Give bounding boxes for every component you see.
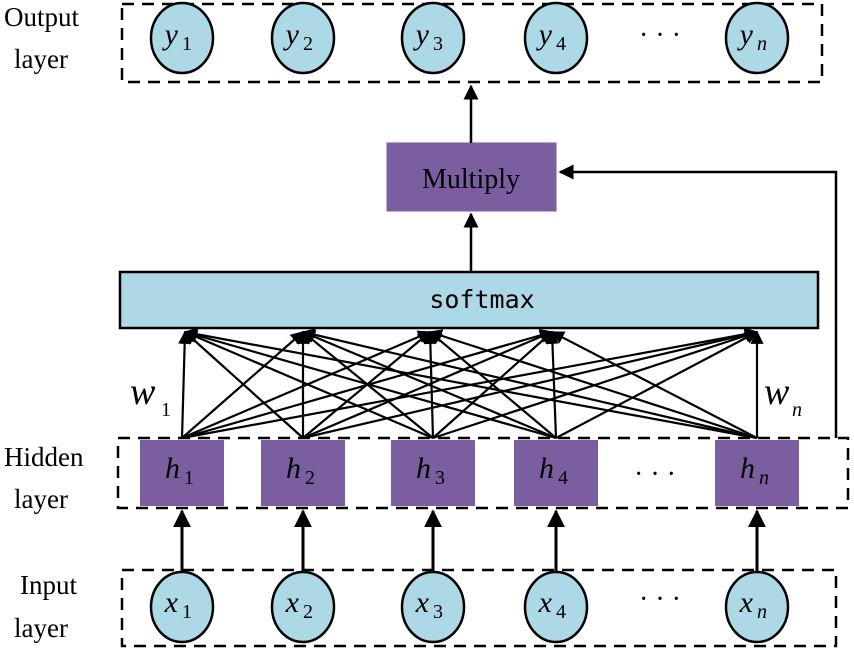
weight-w1-var: w [130,371,156,413]
softmax-box [118,270,820,330]
input-layer-container [120,568,838,648]
hidden-node-4-sub: 4 [558,467,568,489]
weight-label-wn: w n [764,371,802,421]
edge-h3-s1 [183,330,434,440]
input-layer-label-line1: Input [20,570,77,600]
softmax-label: softmax [429,285,534,314]
hidden-node-2-var: h [286,452,301,485]
edge-h4-s4 [545,330,560,439]
hidden-node-5-sub: n [759,467,769,489]
input-node-2-sub: 2 [303,601,313,623]
hidden-layer-label-line2: layer [14,484,68,514]
output-node-1 [149,1,215,75]
edge-h4-s3 [428,331,557,439]
hidden-node-3-sub: 3 [435,467,445,489]
hidden-node-5-var: h [740,452,755,485]
hidden-layer-container [116,436,850,510]
edge-h2-s1 [184,331,304,439]
weight-wn-var: w [764,371,790,413]
hidden-to-softmax-edges [178,327,764,440]
input-node-3-var: x [415,586,430,619]
hidden-node-2-sub: 2 [305,467,315,489]
output-node-1-sub: 1 [182,33,192,55]
hidden-layer-label-line1: Hidden [4,442,84,472]
output-node-5-var: y [737,18,754,51]
output-ellipsis: · · · [639,20,681,51]
input-node-5-var: x [739,586,754,619]
hidden-to-multiply-skip-arrow [558,164,838,438]
output-layer-label-line1: Output [4,2,80,32]
weight-wn-sub: n [792,399,802,421]
output-node-3 [400,1,466,75]
edge-h5-s2 [301,328,758,440]
input-ellipsis: · · · [639,584,681,615]
output-node-3-sub: 3 [433,33,443,55]
hidden-node-1 [140,440,224,506]
output-node-4-sub: 4 [556,33,566,55]
edge-h5-s3 [428,329,758,440]
hidden-node-1-sub: 1 [184,467,194,489]
output-node-2-sub: 2 [303,33,313,55]
output-node-2-var: y [283,18,300,51]
edge-h5-s1 [183,327,758,440]
output-node-5-sub: n [757,33,767,55]
weight-w1-sub: 1 [161,399,171,421]
weight-label-w1: w 1 [130,371,171,421]
edge-h4-s1 [183,328,557,440]
hidden-node-1-var: h [165,452,180,485]
hidden-node-3-var: h [416,452,431,485]
hidden-node-5 [715,440,799,506]
edge-h4-s2 [301,330,557,440]
input-node-5-sub: n [757,601,767,623]
input-node-1-var: x [164,586,179,619]
output-node-4 [523,1,589,75]
output-layer-container [120,2,824,84]
input-layer-label-line2: layer [14,613,68,643]
output-node-5 [724,1,790,75]
output-node-2 [270,1,336,75]
output-node-3-var: y [413,18,430,51]
hidden-node-4 [514,440,598,506]
input-node-3-sub: 3 [433,601,443,623]
hidden-ellipsis: · · · [634,459,676,490]
output-layer-label-line2: layer [14,44,68,74]
multiply-label: Multiply [422,164,520,195]
input-node-1-sub: 1 [182,601,192,623]
hidden-node-4-var: h [539,452,554,485]
input-to-hidden-arrows [173,509,766,572]
hidden-node-3 [391,440,475,506]
hidden-node-2 [261,440,345,506]
multiply-box [386,142,557,212]
edge-h1-s1 [178,330,192,439]
output-node-4-var: y [536,18,553,51]
edge-h5-s4 [550,331,758,439]
input-node-4-sub: 4 [556,601,566,623]
input-node-4-var: x [538,586,553,619]
output-node-1-var: y [162,18,179,51]
input-node-2-var: x [285,586,300,619]
edge-h1-s3 [181,330,432,440]
